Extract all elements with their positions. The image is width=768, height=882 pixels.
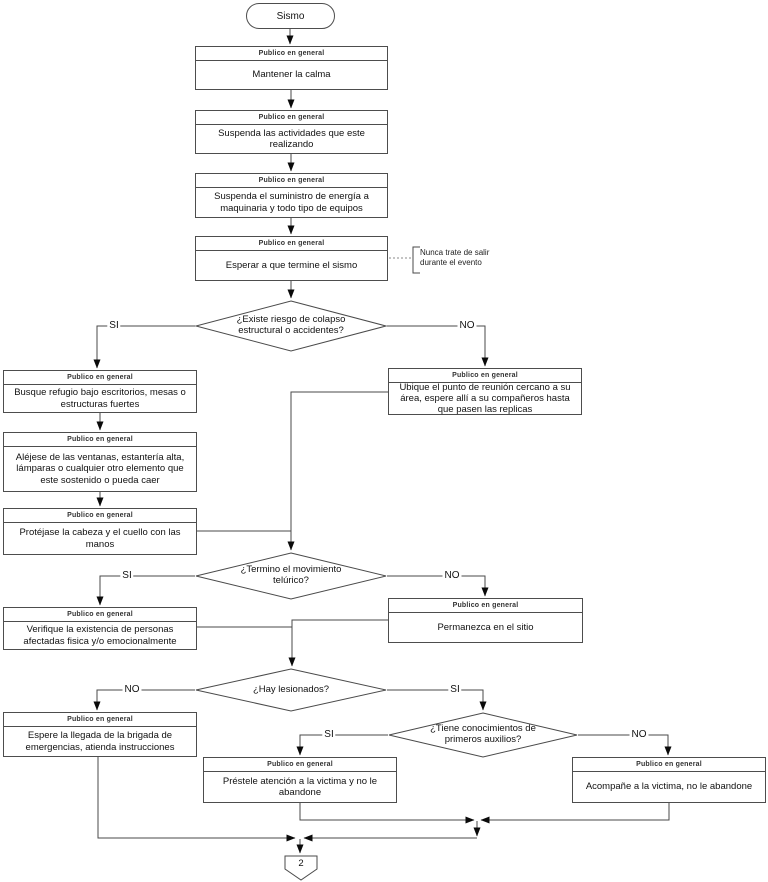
- process-body: Permanezca en el sitio: [437, 621, 534, 633]
- process-body: Espere la llegada de la brigada de emerg…: [25, 730, 175, 753]
- wire-termino-si: [96, 575, 195, 606]
- process-body: Ubique el punto de reunión cercano a su …: [399, 381, 571, 416]
- branch-label-no: NO: [122, 684, 142, 696]
- process-header: Publico en general: [389, 369, 581, 383]
- branch-label-si: SI: [448, 684, 462, 696]
- process-body: Mantener la calma: [252, 69, 331, 81]
- process-busque-refugio: Publico en general Busque refugio bajo e…: [3, 370, 197, 413]
- decision-hay-lesionados: ¿Hay lesionados?: [195, 668, 387, 712]
- wire-termino-no: [387, 575, 489, 597]
- diamond-shape: [195, 668, 387, 712]
- offpage-label: 2: [298, 858, 304, 869]
- wire-auxilios-no: [578, 734, 672, 756]
- process-permanezca-sitio: Publico en general Permanezca en el siti…: [388, 598, 583, 643]
- wire-colapso-si: [93, 325, 195, 369]
- annotation-line-2: durante el evento: [420, 257, 482, 267]
- wire-prestele-out: [299, 803, 475, 824]
- process-header: Publico en general: [4, 608, 196, 622]
- process-body: Esperar a que termine el sismo: [225, 259, 358, 271]
- process-body: Aléjese de las ventanas, estantería alta…: [15, 452, 185, 486]
- process-acompane-victima: Publico en general Acompañe a la victima…: [572, 757, 766, 803]
- annotation-note: Nunca trate de salir durante el evento: [420, 248, 489, 267]
- process-header: Publico en general: [196, 237, 387, 251]
- process-header: Publico en general: [196, 47, 387, 61]
- process-header: Publico en general: [196, 111, 387, 125]
- branch-label-no: NO: [629, 729, 649, 741]
- process-header: Publico en general: [196, 174, 387, 188]
- wire-lesionados-si: [387, 689, 487, 711]
- decision-riesgo-colapso: ¿Existe riesgo de colapso estructural o …: [195, 300, 387, 352]
- start-terminator: Sismo: [246, 3, 335, 29]
- wire-reunion-to-termino: [287, 391, 388, 551]
- process-suspenda-energia: Publico en general Suspenda el suministr…: [195, 173, 388, 218]
- process-alejese-ventanas: Publico en general Aléjese de las ventan…: [3, 432, 197, 492]
- process-header: Publico en general: [4, 509, 196, 523]
- process-body: Busque refugio bajo escritorios, mesas o…: [14, 387, 186, 410]
- process-suspenda-actividades: Publico en general Suspenda las activida…: [195, 110, 388, 154]
- process-punto-reunion: Publico en general Ubique el punto de re…: [388, 368, 582, 415]
- decision-question: ¿Hay lesionados?: [252, 683, 330, 695]
- wire-colapso-no: [387, 325, 489, 367]
- branch-label-no: NO: [442, 570, 462, 582]
- process-body: Protéjase la cabeza y el cuello con las …: [19, 527, 181, 550]
- process-header: Publico en general: [204, 758, 396, 772]
- process-body: Acompañe a la victima, no le abandone: [585, 781, 753, 793]
- process-body: Préstele atención a la victima y no le a…: [222, 775, 378, 798]
- process-header: Publico en general: [389, 599, 582, 613]
- decision-question: ¿Termino el movimiento telúrico?: [240, 564, 342, 586]
- process-body: Suspenda el suministro de energía a maqu…: [214, 191, 369, 214]
- annotation-line-1: Nunca trate de salir: [420, 248, 490, 257]
- branch-label-si: SI: [107, 320, 121, 332]
- process-esperar-sismo: Publico en general Esperar a que termine…: [195, 236, 388, 281]
- process-body: Verifique la existencia de personas afec…: [23, 624, 177, 647]
- offpage-connector: 2: [284, 855, 318, 881]
- process-mantener-la-calma: Publico en general Mantener la calma: [195, 46, 388, 90]
- process-header: Publico en general: [573, 758, 765, 772]
- process-header: Publico en general: [4, 371, 196, 385]
- decision-question: ¿Existe riesgo de colapso estructural o …: [236, 314, 346, 336]
- process-header: Publico en general: [4, 433, 196, 447]
- note-bracket: [412, 246, 420, 274]
- diamond-shape: [195, 300, 387, 352]
- decision-primeros-auxilios: ¿Tiene conocimientos de primeros auxilio…: [388, 712, 578, 758]
- start-label: Sismo: [276, 10, 305, 22]
- process-protejase-cabeza: Publico en general Protéjase la cabeza y…: [3, 508, 197, 555]
- process-verifique-personas: Publico en general Verifique la existenc…: [3, 607, 197, 650]
- decision-termino-movimiento: ¿Termino el movimiento telúrico?: [195, 552, 387, 600]
- process-prestele-atencion: Publico en general Préstele atención a l…: [203, 757, 397, 803]
- branch-label-si: SI: [322, 729, 336, 741]
- diamond-shape: [195, 552, 387, 600]
- branch-label-no: NO: [457, 320, 477, 332]
- wire-auxilios-si: [296, 734, 388, 756]
- decision-question: ¿Tiene conocimientos de primeros auxilio…: [430, 723, 536, 745]
- diamond-shape: [388, 712, 578, 758]
- process-body: Suspenda las actividades que este realiz…: [218, 127, 365, 150]
- wire-lesionados-no: [93, 689, 195, 711]
- wire-permanezca-to-lesionados: [288, 619, 388, 667]
- wire-acompane-out: [480, 803, 670, 824]
- process-espere-brigada: Publico en general Espere la llegada de …: [3, 712, 197, 757]
- branch-label-si: SI: [120, 570, 134, 582]
- offpage-shape: [284, 855, 318, 881]
- process-header: Publico en general: [4, 713, 196, 727]
